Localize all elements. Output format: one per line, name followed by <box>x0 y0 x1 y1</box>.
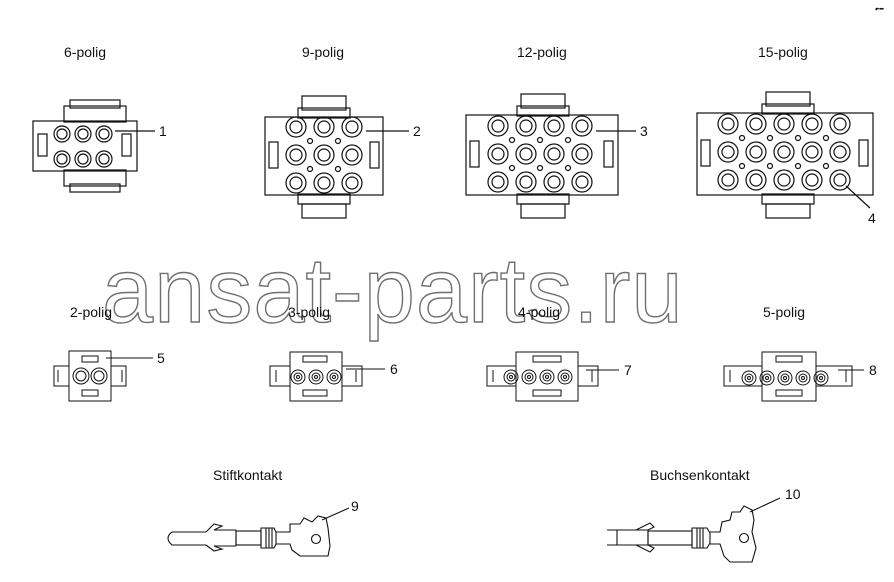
label-buchsenkontakt: Buchsenkontakt <box>650 467 750 483</box>
connector-4-pole <box>486 351 619 402</box>
callout-1: 1 <box>159 123 167 139</box>
label-5-polig: 5-polig <box>763 304 805 320</box>
connector-3-pole <box>269 351 385 402</box>
callout-5: 5 <box>157 350 165 366</box>
label-4-polig: 4-polig <box>518 304 560 320</box>
label-15-polig: 15-polig <box>758 44 808 60</box>
socket-contact <box>607 497 781 563</box>
callout-4: 4 <box>868 210 876 226</box>
connector-2-pole <box>53 350 153 402</box>
watermark: ansat-parts.ru <box>102 240 684 342</box>
pin-contact <box>167 507 350 557</box>
callout-8: 8 <box>869 362 877 378</box>
callout-6: 6 <box>390 361 398 377</box>
callout-9: 9 <box>351 498 359 514</box>
label-2-polig: 2-polig <box>70 304 112 320</box>
label-9-polig: 9-polig <box>302 44 344 60</box>
connector-9-pole <box>264 95 409 219</box>
connector-12-pole <box>465 93 636 219</box>
callout-3: 3 <box>640 123 648 139</box>
callout-2: 2 <box>413 123 421 139</box>
connector-15-pole <box>696 91 874 219</box>
corner-mark: ⌐ ··· <box>876 6 883 11</box>
label-stiftkontakt: Stiftkontakt <box>213 467 282 483</box>
callout-10: 10 <box>785 486 801 502</box>
label-3-polig: 3-polig <box>288 304 330 320</box>
label-6-polig: 6-polig <box>64 44 106 60</box>
callout-7: 7 <box>624 362 632 378</box>
label-12-polig: 12-polig <box>517 44 567 60</box>
connector-6-pole <box>32 99 155 193</box>
connector-5-pole <box>723 351 864 402</box>
